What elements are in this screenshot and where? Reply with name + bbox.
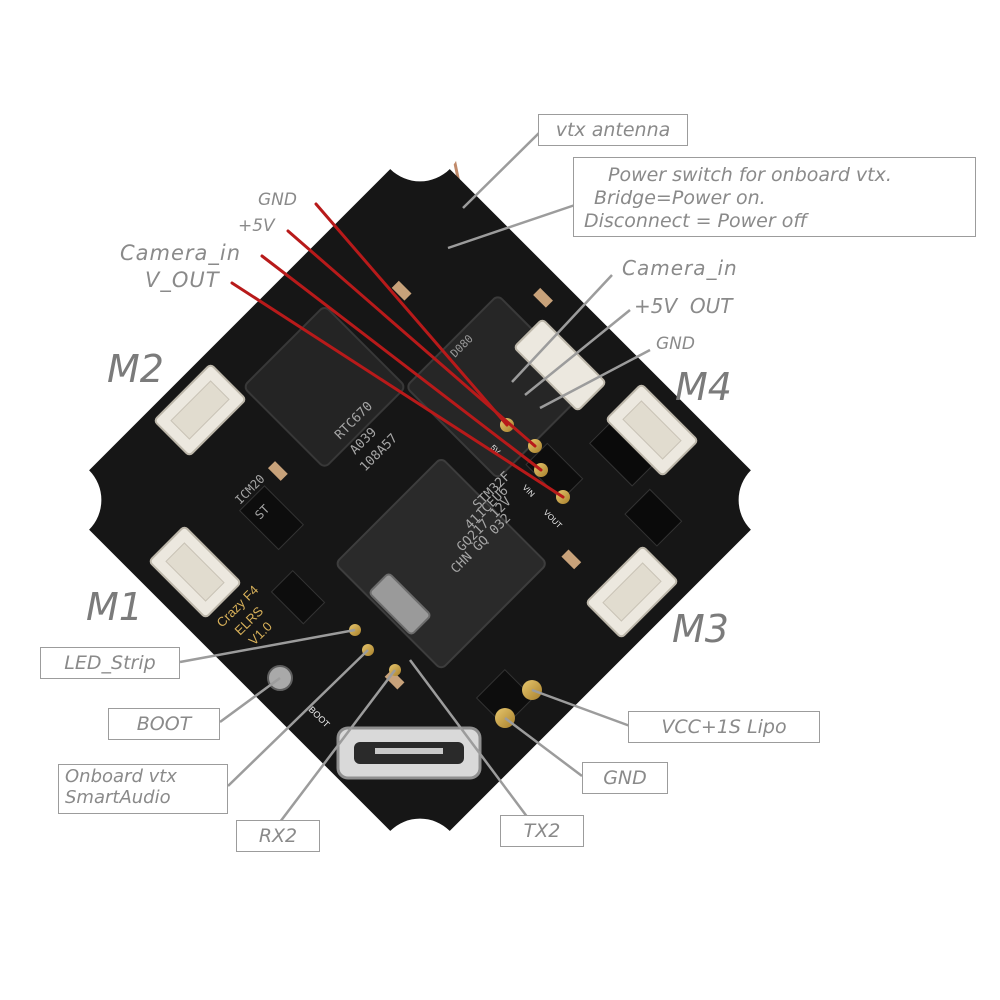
wire-gnd <box>314 202 509 427</box>
power-switch-label: Power switch for onboard vtx. Bridge=Pow… <box>573 157 976 237</box>
power-switch-line1: Power switch for onboard vtx. <box>608 164 892 186</box>
tx2-label: TX2 <box>500 815 584 847</box>
onboard-vtx-line1: Onboard vtx <box>65 766 177 787</box>
power-switch-line2: Bridge=Power on. <box>594 187 766 209</box>
line-boot <box>219 676 281 724</box>
gnd-batt-label: GND <box>582 762 668 794</box>
motor-m1-label: M1 <box>86 585 143 629</box>
line-vcc <box>531 688 631 728</box>
pcb-board <box>17 97 823 903</box>
gnd-batt-text: GND <box>603 766 647 789</box>
motor-connector-m2 <box>154 364 246 456</box>
wire-v-out <box>230 281 565 499</box>
red-callout-wires <box>230 202 565 499</box>
vcc-label: VCC+1S Lipo <box>628 711 820 743</box>
motor-connector-m3 <box>586 546 678 638</box>
boot-label: BOOT <box>108 708 220 740</box>
led-strip-text: LED_Strip <box>64 651 156 674</box>
vtx-pad-v-out-label: V_OUT <box>145 268 220 292</box>
vtx-pad-camera-in-label: Camera_in <box>120 241 242 265</box>
vtx-pad-gnd-label: GND <box>258 190 297 210</box>
motor-m4-label: M4 <box>675 365 732 409</box>
line-onboard-vtx <box>227 649 369 787</box>
cam-5v-out-label: +5V OUT <box>634 294 733 318</box>
vtx-pad-5v-label: +5V <box>238 216 275 236</box>
line-cam-camera-in <box>511 274 613 383</box>
crystal <box>369 573 431 635</box>
line-cam-gnd <box>539 348 651 410</box>
motor-m2-label: M2 <box>107 347 164 391</box>
line-tx2 <box>408 659 530 819</box>
rx2-text: RX2 <box>258 824 298 847</box>
vtx-antenna-label: vtx antenna <box>538 114 688 146</box>
vcc-text: VCC+1S Lipo <box>661 715 787 738</box>
boot-text: BOOT <box>136 712 192 735</box>
motor-connector-m1 <box>149 526 241 618</box>
line-power-switch <box>447 203 576 250</box>
tx2-text: TX2 <box>523 819 561 842</box>
rx2-label: RX2 <box>236 820 320 852</box>
motor-connector-m4 <box>606 384 698 476</box>
gyro-chip <box>244 307 405 467</box>
line-led-strip <box>179 628 356 664</box>
usb-port <box>336 726 482 780</box>
wire-5v <box>286 229 537 448</box>
grey-callout-lines <box>179 131 651 823</box>
line-cam-5v <box>524 309 631 396</box>
mcu-chip <box>336 459 546 669</box>
line-rx2 <box>279 669 396 823</box>
wire-camera-in <box>260 254 543 472</box>
line-vtx-antenna <box>462 131 541 209</box>
cam-camera-in-label: Camera_in <box>622 256 738 280</box>
power-switch-line3: Disconnect = Power off <box>584 210 808 232</box>
motor-m3-label: M3 <box>672 607 729 651</box>
led-strip-label: LED_Strip <box>40 647 180 679</box>
onboard-vtx-label: Onboard vtx SmartAudio <box>58 764 228 814</box>
vtx-antenna-text: vtx antenna <box>555 118 671 141</box>
onboard-vtx-line2: SmartAudio <box>65 787 171 808</box>
line-gnd-batt <box>504 717 583 777</box>
cam-gnd-label: GND <box>656 334 695 354</box>
